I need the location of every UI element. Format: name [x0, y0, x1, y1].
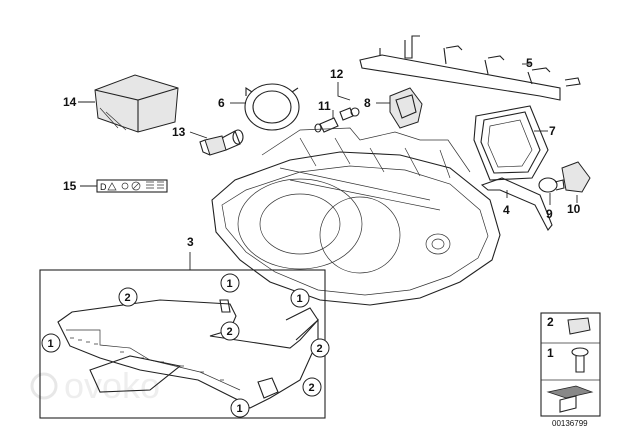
part-11-small-bulbs: [314, 82, 360, 133]
callout-5: 5: [526, 56, 533, 70]
svg-text:1: 1: [237, 403, 243, 415]
legend-frame: [540, 312, 601, 417]
detail-circle: 1: [41, 333, 61, 353]
detail-circle: 1: [290, 288, 310, 308]
detail-circle: 2: [118, 287, 138, 307]
callout-1: 1: [547, 346, 554, 360]
part-15-warning-label: D: [80, 179, 168, 193]
svg-text:2: 2: [317, 343, 323, 355]
headlight-assembly: [211, 127, 501, 306]
part-13-bulb: [189, 129, 244, 156]
part-14-bulb-box: [78, 74, 179, 133]
callout-4: 4: [503, 203, 510, 217]
svg-text:2: 2: [309, 382, 315, 394]
callout-14: 14: [63, 95, 77, 109]
part-7-frame: [473, 105, 549, 181]
detail-circle: 2: [310, 338, 330, 358]
callout-9: 9: [546, 207, 553, 221]
callout-2: 2: [547, 315, 554, 329]
svg-text:1: 1: [297, 293, 303, 305]
part-10-socket: [561, 161, 591, 203]
callout-8: 8: [364, 96, 371, 110]
svg-text:1: 1: [48, 338, 54, 350]
reference-code: 00136799: [552, 419, 588, 428]
callout-3: 3: [187, 235, 194, 249]
detail-circle: 1: [230, 398, 250, 418]
detail-circle: 1: [220, 273, 240, 293]
part-4-trim-strip: [480, 177, 553, 232]
detail-circle: 2: [220, 321, 240, 341]
callout-7: 7: [549, 124, 556, 138]
watermark: ovoko: [30, 365, 160, 406]
part-6-ring: [230, 83, 300, 131]
callout-12: 12: [330, 67, 344, 81]
detail-circle-markers: 2 1 2 1 1 2 2 1: [41, 273, 330, 418]
callout-15: 15: [63, 179, 77, 193]
callout-13: 13: [172, 125, 186, 139]
callout-11: 11: [318, 99, 331, 113]
detail-circle: 2: [302, 377, 322, 397]
callout-numbers: 1 2 3 4 5 6 7 8 9 10 11 12 13 14 15: [63, 56, 581, 360]
svg-text:2: 2: [125, 292, 131, 304]
legend-panel: [540, 312, 601, 417]
part-9-bulb: [538, 177, 565, 205]
watermark-text: ovoko: [64, 365, 160, 406]
part-8-cap: [376, 87, 423, 129]
callout-10: 10: [567, 202, 581, 216]
callout-6: 6: [218, 96, 225, 110]
svg-text:D: D: [100, 182, 107, 192]
part-5-bracket-bar: [359, 35, 581, 101]
svg-text:2: 2: [227, 326, 233, 338]
svg-text:1: 1: [227, 278, 233, 290]
